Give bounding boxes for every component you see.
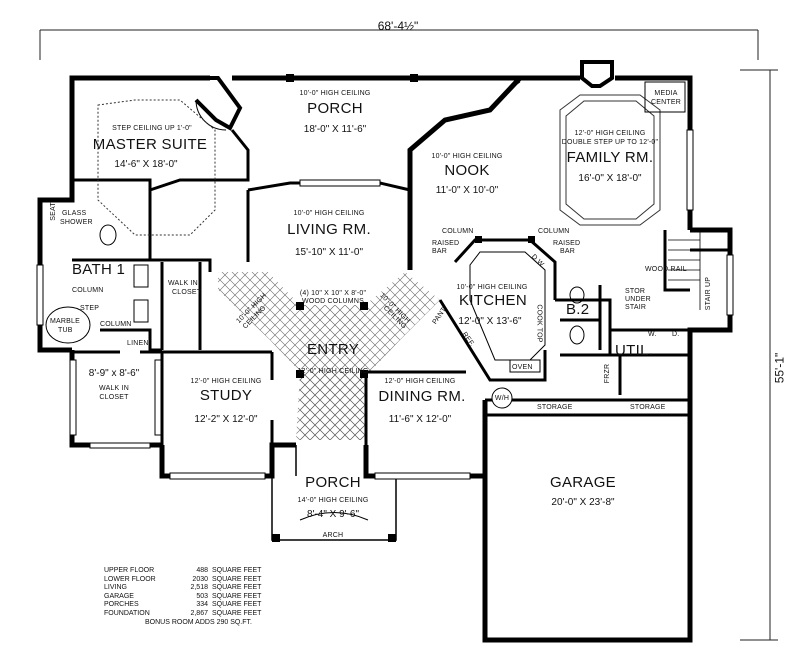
master-suite-size: 14'-6" X 18'-0" — [114, 159, 178, 170]
area-row-upper: UPPER FLOOR 488 SQUARE FEET — [104, 567, 262, 574]
water-heater — [491, 387, 513, 409]
overall-depth-dimension-line — [740, 69, 778, 641]
stor-under-stair-2: UNDER — [625, 296, 651, 303]
kitchen-name: KITCHEN — [459, 292, 527, 309]
marble-tub-label-2: TUB — [58, 327, 73, 334]
rear-porch-size: 18'-0" X 11'-6" — [303, 124, 367, 135]
garage-name: GARAGE — [550, 474, 616, 491]
master-ceiling-note: STEP CEILING UP 1'-0" — [112, 125, 192, 132]
area-row-living: LIVING 2,518 SQUARE FEET — [104, 584, 262, 592]
bonus-room-note: BONUS ROOM ADDS 290 SQ.FT. — [145, 619, 252, 626]
bath-2-name: B.2 — [566, 301, 590, 318]
walkin-closet-small-1: WALK IN — [168, 280, 198, 287]
raised-bar-right-1: RAISED — [553, 240, 581, 247]
freezer-label: FRZR — [604, 363, 612, 384]
dining-room-name: DINING RM. — [378, 388, 466, 405]
front-porch-ceiling-note: 14'-0" HIGH CEILING — [297, 497, 369, 504]
master-door-swing — [195, 99, 227, 131]
overall-depth-label: 55'-1" — [772, 352, 787, 384]
column-label-kitchen-right: COLUMN — [538, 228, 570, 235]
rear-porch-name: PORCH — [307, 100, 363, 117]
column-label-kitchen-left: COLUMN — [442, 228, 474, 235]
living-room-size: 15'-10" X 11'-0" — [295, 247, 363, 258]
wood-columns-note-2: WOOD COLUMNS — [302, 298, 364, 305]
front-porch — [271, 445, 397, 541]
area-row-porches: PORCHES 334 SQUARE FEET — [104, 601, 262, 609]
storage-label-2: STORAGE — [630, 404, 666, 411]
storage-label-1: STORAGE — [537, 404, 573, 411]
nook-ceiling-note: 10'-0" HIGH CEILING — [431, 153, 503, 160]
seat-label: SEAT — [49, 202, 57, 221]
walkin-closet-label-1: WALK IN — [99, 385, 129, 392]
bath-fixtures — [45, 224, 585, 345]
porch-columns — [272, 74, 535, 542]
stair-treads — [668, 230, 701, 310]
raised-bar-left-1: RAISED — [432, 240, 460, 247]
water-heater-label: W/H — [494, 395, 510, 402]
study-name: STUDY — [199, 387, 253, 404]
raised-bar-right-2: BAR — [560, 248, 575, 255]
stair-up-label: STAIR UP — [705, 276, 713, 311]
front-porch-name: PORCH — [305, 474, 361, 491]
study-ceiling-note: 12'-0" HIGH CEILING — [190, 378, 262, 385]
bath-1-name: BATH 1 — [72, 261, 126, 278]
walkin-closet-size: 8'-9" x 8'-6" — [88, 368, 140, 379]
wood-rail-label: WOOD RAIL — [645, 266, 687, 273]
master-suite-name: MASTER SUITE — [92, 136, 208, 153]
area-row-foundation: FOUNDATION 2,867 SQUARE FEET — [104, 609, 262, 617]
dining-ceiling-note: 12'-0" HIGH CEILING — [384, 378, 456, 385]
area-row-garage: GARAGE 503 SQUARE FEET — [104, 592, 262, 600]
living-room-name: LIVING RM. — [287, 221, 371, 238]
column-label-bath-1: COLUMN — [72, 287, 104, 294]
media-center-label-1: MEDIA — [654, 90, 678, 97]
master-ceiling-outline — [97, 99, 216, 236]
chimney-rear — [190, 76, 243, 131]
area-summary-table: UPPER FLOOR 488 SQUARE FEET LOWER FLOOR … — [104, 567, 282, 619]
family-ceiling-note-1: 12'-0" HIGH CEILING — [574, 130, 646, 137]
entry-name: ENTRY — [306, 341, 360, 358]
family-ceiling-note-2: DOUBLE STEP UP TO 12'-0" — [561, 139, 659, 146]
wood-columns-note-1: (4) 10" X 10" X 8'-0" — [299, 290, 367, 297]
utility-room-name: UTIL. — [615, 342, 654, 359]
kitchen-size: 12'-0" X 13'-6" — [458, 316, 522, 327]
kitchen-ceiling-note: 10'-0" HIGH CEILING — [456, 284, 528, 291]
stor-under-stair-3: STAIR — [625, 304, 647, 311]
living-ceiling-note: 10'-0" HIGH CEILING — [293, 210, 365, 217]
walkin-closet-label-2: CLOSET — [99, 394, 129, 401]
garage-size: 20'-0" X 23'-8" — [551, 497, 615, 508]
stor-under-stair-1: STOR — [625, 288, 646, 295]
cook-top-label: COOK TOP — [535, 304, 543, 343]
column-label-bath-2: COLUMN — [100, 321, 132, 328]
family-room-name: FAMILY RM. — [566, 149, 654, 166]
overall-width-dimension-line — [39, 29, 759, 60]
step-label: STEP — [80, 305, 100, 312]
kitchen-counters — [469, 251, 546, 373]
front-porch-size: 8'-4" X 9'-6" — [306, 509, 360, 520]
linen-label: LINEN — [127, 340, 149, 347]
rear-porch-ceiling-note: 10'-0" HIGH CEILING — [299, 90, 371, 97]
marble-tub-label-1: MARBLE — [50, 318, 80, 325]
media-center-label-2: CENTER — [651, 99, 681, 106]
glass-shower-label-1: GLASS — [62, 210, 87, 217]
entry-floor-hatch — [218, 272, 440, 440]
washer-label: W. — [648, 331, 657, 338]
walkin-closet-small-2: CLOSET — [172, 289, 202, 296]
dryer-label: D. — [672, 331, 680, 338]
area-row-lower: LOWER FLOOR 2030 SQUARE FEET — [104, 575, 262, 583]
entry-ceiling-note: 12'-0" HIGH CEILING — [297, 368, 369, 375]
nook-name: NOOK — [444, 162, 490, 179]
study-size: 12'-2" X 12'-0" — [194, 414, 258, 425]
arch-label: ARCH — [322, 532, 344, 539]
chimney-family — [580, 60, 614, 88]
glass-shower-label-2: SHOWER — [60, 219, 93, 226]
overall-width-label: 68'-4½" — [377, 19, 419, 33]
family-ceiling-outline — [559, 94, 661, 226]
dining-room-size: 11'-6" X 12'-0" — [388, 414, 452, 425]
raised-bar-left-2: BAR — [432, 248, 447, 255]
oven-label: OVEN — [512, 364, 533, 371]
windows — [36, 129, 734, 480]
family-room-size: 16'-0" X 18'-0" — [578, 173, 642, 184]
nook-size: 11'-0" X 10'-0" — [435, 185, 499, 196]
